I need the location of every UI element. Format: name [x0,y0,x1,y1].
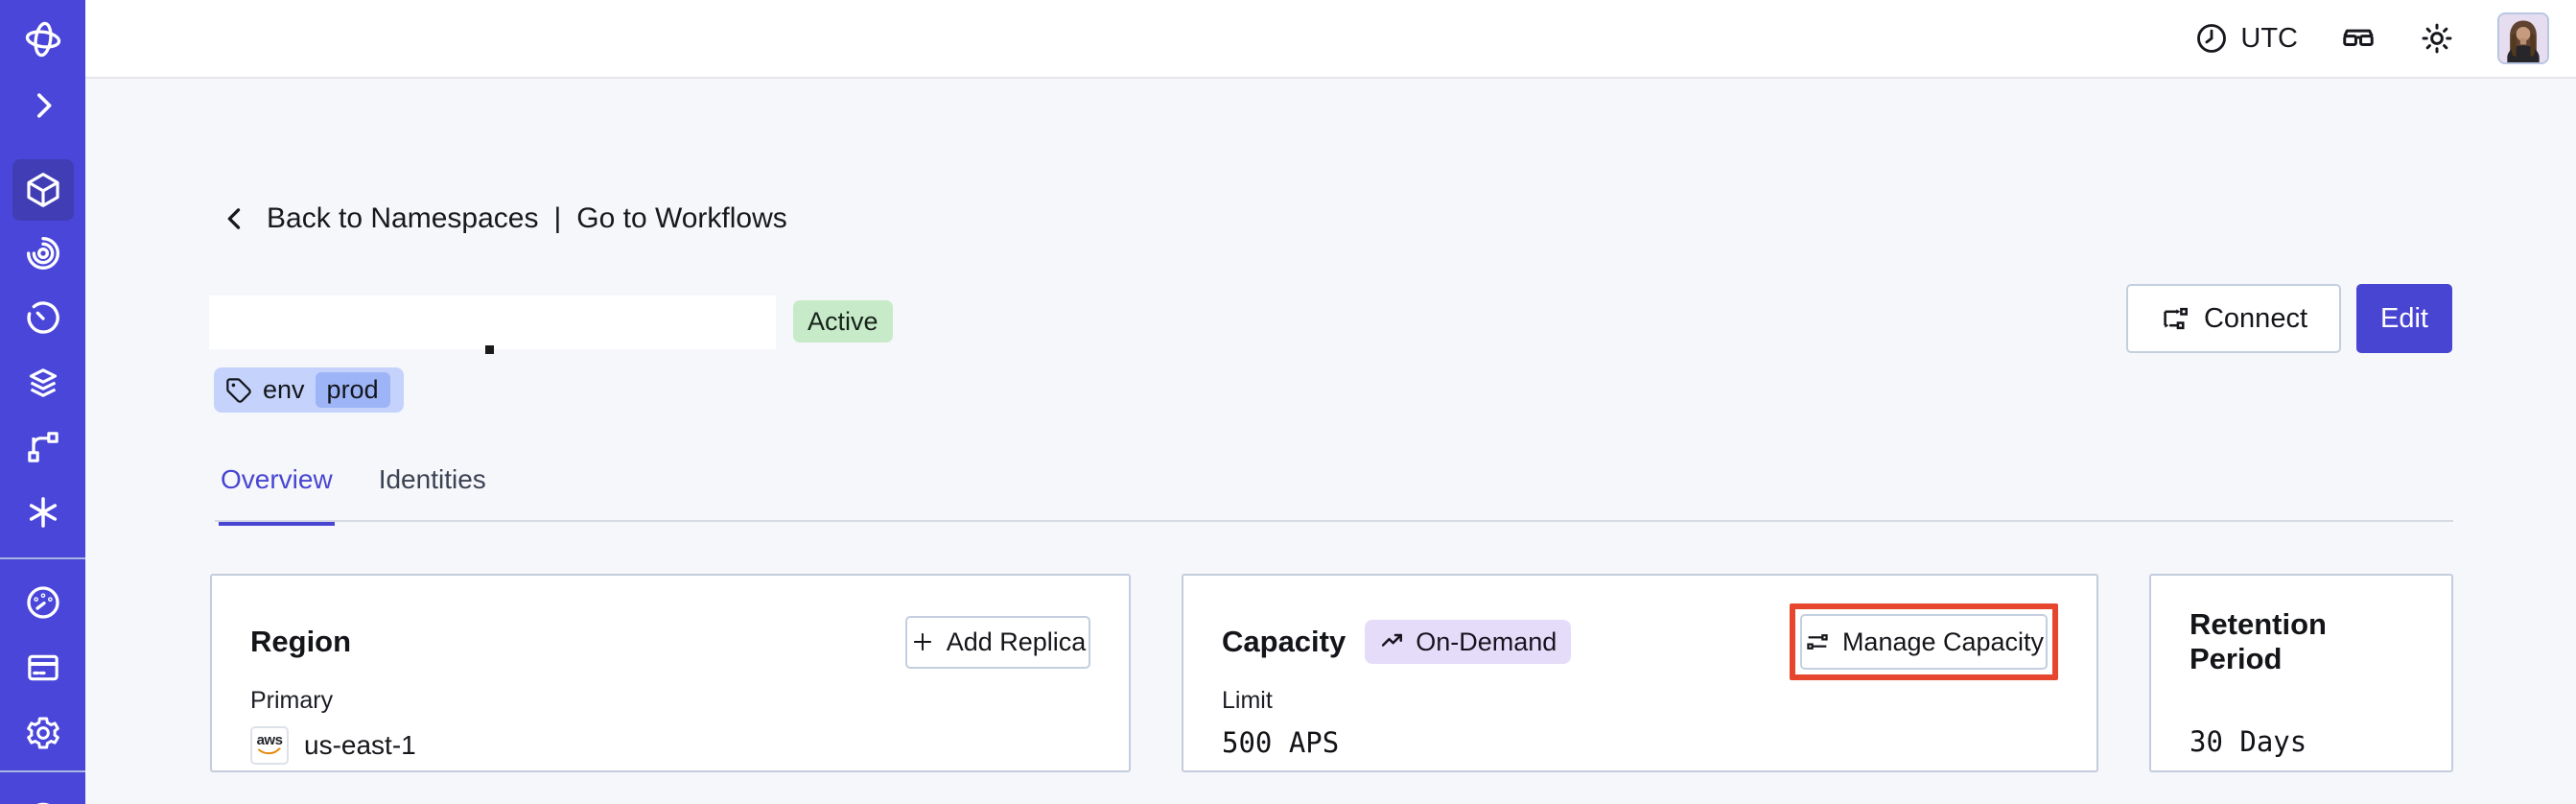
sidebar-item-namespaces[interactable] [12,159,74,221]
region-value: us-east-1 [304,730,416,760]
back-to-namespaces-link[interactable]: Back to Namespaces [267,202,539,234]
gauge-icon [26,586,59,619]
topbar: UTC [85,0,2576,79]
main-content: Back to Namespaces | Go to Workflows Act… [85,79,2576,804]
sidebar-item-schedules[interactable] [0,288,85,349]
tab-overview[interactable]: Overview [219,464,335,526]
timezone-label: UTC [2240,22,2298,54]
timezone-selector[interactable]: UTC [2194,21,2298,56]
sidebar-item-nexus[interactable] [0,482,85,543]
tag-key: env [263,375,305,404]
asterisk-icon [29,497,57,528]
region-card: Region Add Replica Primary aws us [210,574,1131,772]
sidebar-divider [0,557,85,559]
sidebar-item-settings[interactable] [0,702,85,764]
connect-button[interactable]: Connect [2126,284,2341,353]
sidebar-item-support[interactable] [0,785,85,804]
namespace-title-redacted [209,296,776,349]
tab-bar: Overview Identities [219,464,488,526]
back-chevron-icon[interactable] [219,202,251,235]
spiral-icon [26,237,59,270]
tabs-rule [215,520,2453,522]
sidebar-item-deployments[interactable] [0,416,85,478]
retention-value: 30 Days [2190,725,2307,758]
sidebar-item-layers[interactable] [0,353,85,414]
sidebar-divider [0,770,85,772]
avatar[interactable] [2497,12,2549,64]
primary-label: Primary [250,687,334,714]
tag-icon [226,377,251,403]
sliders-icon [1807,634,1828,650]
add-replica-label: Add Replica [946,627,1087,656]
aws-provider-icon: aws [250,726,289,765]
edit-button[interactable]: Edit [2356,284,2452,353]
manage-capacity-button[interactable]: Manage Capacity [1800,614,2048,670]
retention-card: Retention Period 30 Days [2149,574,2453,772]
tag-value-chip: prod [315,372,390,408]
limit-label: Limit [1222,687,1273,714]
trending-up-icon [1382,633,1403,647]
connect-button-label: Connect [2203,302,2307,334]
breadcrumb-divider: | [553,202,562,234]
capacity-card-title: Capacity [1222,625,1347,658]
layers-icon [29,368,57,397]
branch-icon [27,432,59,462]
add-replica-button[interactable]: Add Replica [905,615,1090,669]
status-badge: Active [793,300,893,343]
region-card-title: Region [250,625,352,658]
capacity-value: 500 APS [1222,726,1340,759]
manage-capacity-annotation: Manage Capacity [1790,603,2058,680]
retention-card-title: Retention Period [2190,607,2327,675]
sidebar-item-billing[interactable] [0,637,85,698]
on-demand-badge: On-Demand [1365,620,1572,664]
connect-flow-icon [2164,307,2188,330]
cube-icon [27,173,59,207]
support-circle-icon [35,802,50,804]
plus-icon [913,632,931,651]
redaction-artifact [485,345,494,354]
breadcrumb: Back to Namespaces | Go to Workflows [219,196,787,242]
on-demand-label: On-Demand [1416,627,1557,656]
clock-icon [2197,24,2227,53]
namespace-actions: Connect Edit [2126,284,2452,353]
temporal-logo-icon[interactable] [0,9,85,70]
reader-mode-icon[interactable] [2340,20,2377,57]
namespace-tag: env prod [214,367,404,413]
manage-capacity-label: Manage Capacity [1841,627,2045,656]
go-to-workflows-link[interactable]: Go to Workflows [576,202,787,234]
sidebar-expand-chevron-icon[interactable] [0,75,85,136]
gear-icon [26,717,59,749]
sidebar [0,0,85,804]
sidebar-item-usage[interactable] [0,572,85,633]
timer-icon [26,301,59,334]
billing-card-icon [27,654,59,681]
capacity-card: Capacity On-Demand [1182,574,2098,772]
sidebar-item-workflows[interactable] [0,223,85,284]
tab-identities[interactable]: Identities [378,464,486,494]
brightness-icon[interactable] [2419,20,2455,57]
